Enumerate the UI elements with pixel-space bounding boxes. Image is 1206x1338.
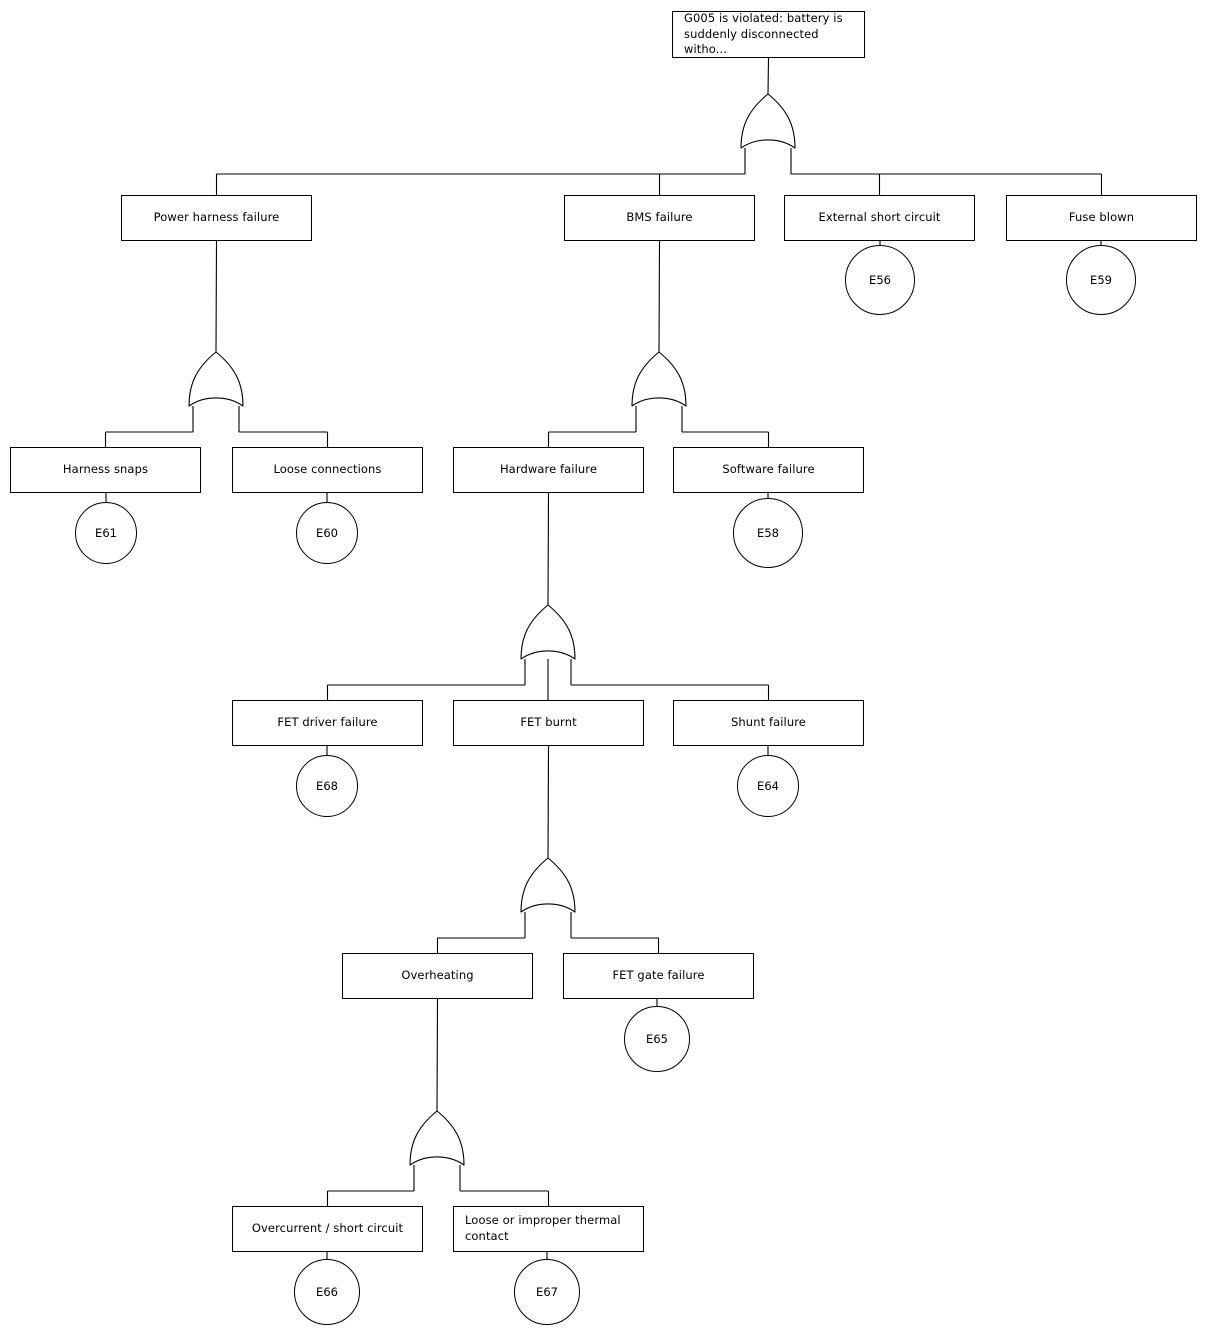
node-label: Shunt failure (731, 715, 806, 730)
node-label: Loose or improper thermal contact (465, 1213, 621, 1243)
basic-event-label: E59 (1090, 273, 1112, 287)
basic-event-e67[interactable]: E67 (514, 1259, 580, 1325)
node-top-event[interactable]: G005 is violated: battery is suddenly di… (672, 11, 865, 58)
node-bms-failure[interactable]: BMS failure (564, 195, 755, 241)
node-label: Loose connections (273, 462, 382, 477)
node-shunt-failure[interactable]: Shunt failure (673, 700, 864, 746)
basic-event-label: E64 (757, 779, 779, 793)
node-label: FET driver failure (277, 715, 378, 730)
basic-event-e65[interactable]: E65 (624, 1006, 690, 1072)
basic-event-label: E65 (646, 1032, 668, 1046)
node-label: Fuse blown (1068, 210, 1135, 225)
node-loose-connections[interactable]: Loose connections (232, 447, 423, 493)
basic-event-e61[interactable]: E61 (75, 502, 137, 564)
basic-event-label: E61 (95, 526, 117, 540)
node-label: FET gate failure (612, 968, 705, 983)
node-label: Overcurrent / short circuit (251, 1221, 404, 1236)
or-gate-power-harness-failure[interactable] (188, 351, 244, 407)
basic-event-e58[interactable]: E58 (733, 498, 803, 568)
basic-event-label: E58 (757, 526, 779, 540)
node-loose-thermal-contact[interactable]: Loose or improper thermal contact (453, 1206, 644, 1252)
or-gate-hardware-failure[interactable] (520, 604, 576, 660)
basic-event-label: E68 (316, 779, 338, 793)
node-label: Overheating (401, 968, 474, 983)
node-label: Harness snaps (62, 462, 149, 477)
node-external-short-circuit[interactable]: External short circuit (784, 195, 975, 241)
basic-event-e64[interactable]: E64 (737, 755, 799, 817)
basic-event-label: E66 (316, 1285, 338, 1299)
node-software-failure[interactable]: Software failure (673, 447, 864, 493)
basic-event-e56[interactable]: E56 (845, 245, 915, 315)
or-gate-bms-failure[interactable] (631, 351, 687, 407)
node-fuse-blown[interactable]: Fuse blown (1006, 195, 1197, 241)
node-label: External short circuit (818, 210, 941, 225)
node-label: BMS failure (626, 210, 693, 225)
node-label: G005 is violated: battery is suddenly di… (684, 11, 843, 57)
node-label: FET burnt (520, 715, 577, 730)
basic-event-e68[interactable]: E68 (296, 755, 358, 817)
or-gate-fet-burnt[interactable] (520, 857, 576, 913)
basic-event-e60[interactable]: E60 (296, 502, 358, 564)
basic-event-label: E67 (536, 1285, 558, 1299)
node-power-harness-failure[interactable]: Power harness failure (121, 195, 312, 241)
basic-event-e59[interactable]: E59 (1066, 245, 1136, 315)
node-hardware-failure[interactable]: Hardware failure (453, 447, 644, 493)
node-fet-driver-failure[interactable]: FET driver failure (232, 700, 423, 746)
node-overcurrent-short-circuit[interactable]: Overcurrent / short circuit (232, 1206, 423, 1252)
node-fet-gate-failure[interactable]: FET gate failure (563, 953, 754, 999)
basic-event-label: E60 (316, 526, 338, 540)
node-label: Software failure (722, 462, 815, 477)
node-label: Hardware failure (499, 462, 598, 477)
node-label: Power harness failure (153, 210, 280, 225)
or-gate-overheating[interactable] (409, 1110, 465, 1166)
basic-event-e66[interactable]: E66 (294, 1259, 360, 1325)
node-harness-snaps[interactable]: Harness snaps (10, 447, 201, 493)
node-overheating[interactable]: Overheating (342, 953, 533, 999)
basic-event-label: E56 (869, 273, 891, 287)
or-gate-top-event[interactable] (740, 93, 796, 149)
node-fet-burnt[interactable]: FET burnt (453, 700, 644, 746)
